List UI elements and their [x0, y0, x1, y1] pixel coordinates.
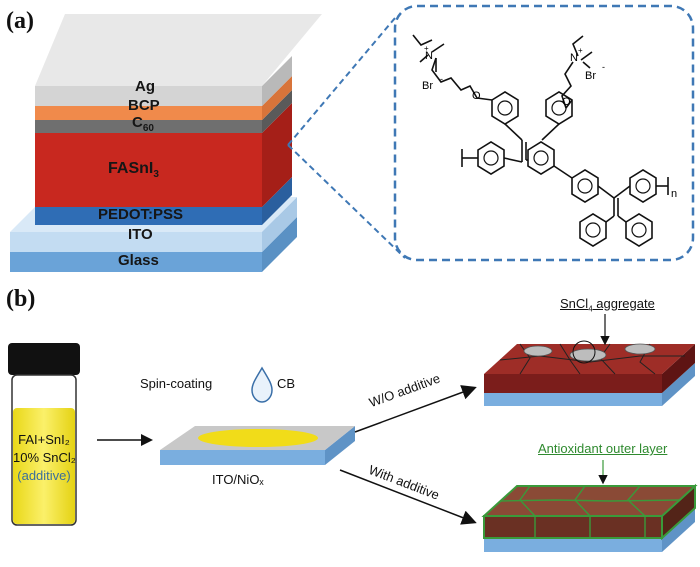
molecule-n-left: N: [425, 50, 433, 62]
bcp-layer-side: [35, 106, 262, 120]
film-without-additive: [484, 340, 695, 406]
molecule-br-right: Br: [585, 70, 596, 82]
molecule-minus-right: -: [602, 62, 605, 72]
layer-label-absorber: FASnI3: [108, 160, 159, 181]
substrate-label: ITO/NiOₓ: [212, 472, 264, 487]
layer-label-c60: C60: [132, 114, 154, 134]
molecule-oxygen-left: O: [472, 90, 481, 102]
molecule-structure: [412, 34, 669, 247]
precursor-film: [198, 429, 318, 447]
panel-b-tag: (b): [6, 286, 36, 312]
molecule-oxygen-right: O: [562, 96, 571, 108]
device-stack: [10, 14, 322, 272]
vial-label-line3: (additive): [17, 468, 71, 483]
ito-layer-side: [10, 232, 262, 252]
panel-a-tag: (a): [6, 8, 34, 34]
ag-layer-side: [35, 86, 262, 106]
glass-layer-right: [262, 217, 297, 272]
htl-layer-right: [262, 177, 292, 225]
film-with-additive: [481, 483, 698, 552]
absorber-layer-side: [35, 133, 262, 207]
c60-layer-side: [35, 120, 262, 133]
layer-label-bcp: BCP: [128, 97, 160, 114]
layer-label-htl: PEDOT:PSS: [98, 206, 184, 223]
molecule-zoom-box: [393, 4, 695, 262]
cb-droplet: [251, 366, 273, 403]
htl-layer-side: [35, 207, 262, 225]
arrow-without-additive: [354, 385, 477, 433]
vial-cap: [8, 343, 80, 375]
vial-label-line2: 10% SnCl₂: [13, 450, 76, 465]
vial-liquid: [13, 408, 75, 524]
layer-label-glass: Glass: [118, 252, 159, 269]
c60-layer-right: [262, 90, 292, 133]
layer-label-ito: ITO: [128, 226, 153, 243]
molecule-plus-right: +: [578, 46, 583, 55]
glass-layer-side: [10, 252, 262, 272]
ag-layer-top: [35, 14, 322, 86]
aggregate-label: SnCl4 aggregate: [560, 296, 655, 314]
aromatic-rings: [483, 100, 651, 238]
ag-layer-right: [262, 56, 292, 106]
solvent-label: CB: [277, 376, 296, 391]
bcp-layer-right: [262, 76, 292, 120]
spin-coating-label: Spin-coating: [140, 376, 213, 391]
layer-label-ag: Ag: [135, 78, 155, 95]
zoom-line-bottom: [287, 144, 406, 259]
arrow-with-additive: [339, 469, 477, 525]
substrate: [160, 426, 355, 465]
antioxidant-label: Antioxidant outer layer: [538, 441, 668, 456]
molecule-n-right: N: [570, 52, 578, 64]
precursor-vial: [8, 343, 80, 526]
ito-layer-right: [262, 197, 297, 252]
sncl4-aggregates: [523, 340, 656, 364]
vial-label-line1: FAI+SnI₂: [18, 432, 70, 447]
molecule-minus-left: -: [440, 74, 443, 84]
molecule-plus-left: +: [424, 44, 429, 53]
absorber-layer-right: [262, 103, 292, 207]
molecule-repeat-n: n: [671, 188, 678, 200]
zoom-line-top: [287, 17, 396, 146]
molecule-br-left: Br: [422, 80, 433, 92]
